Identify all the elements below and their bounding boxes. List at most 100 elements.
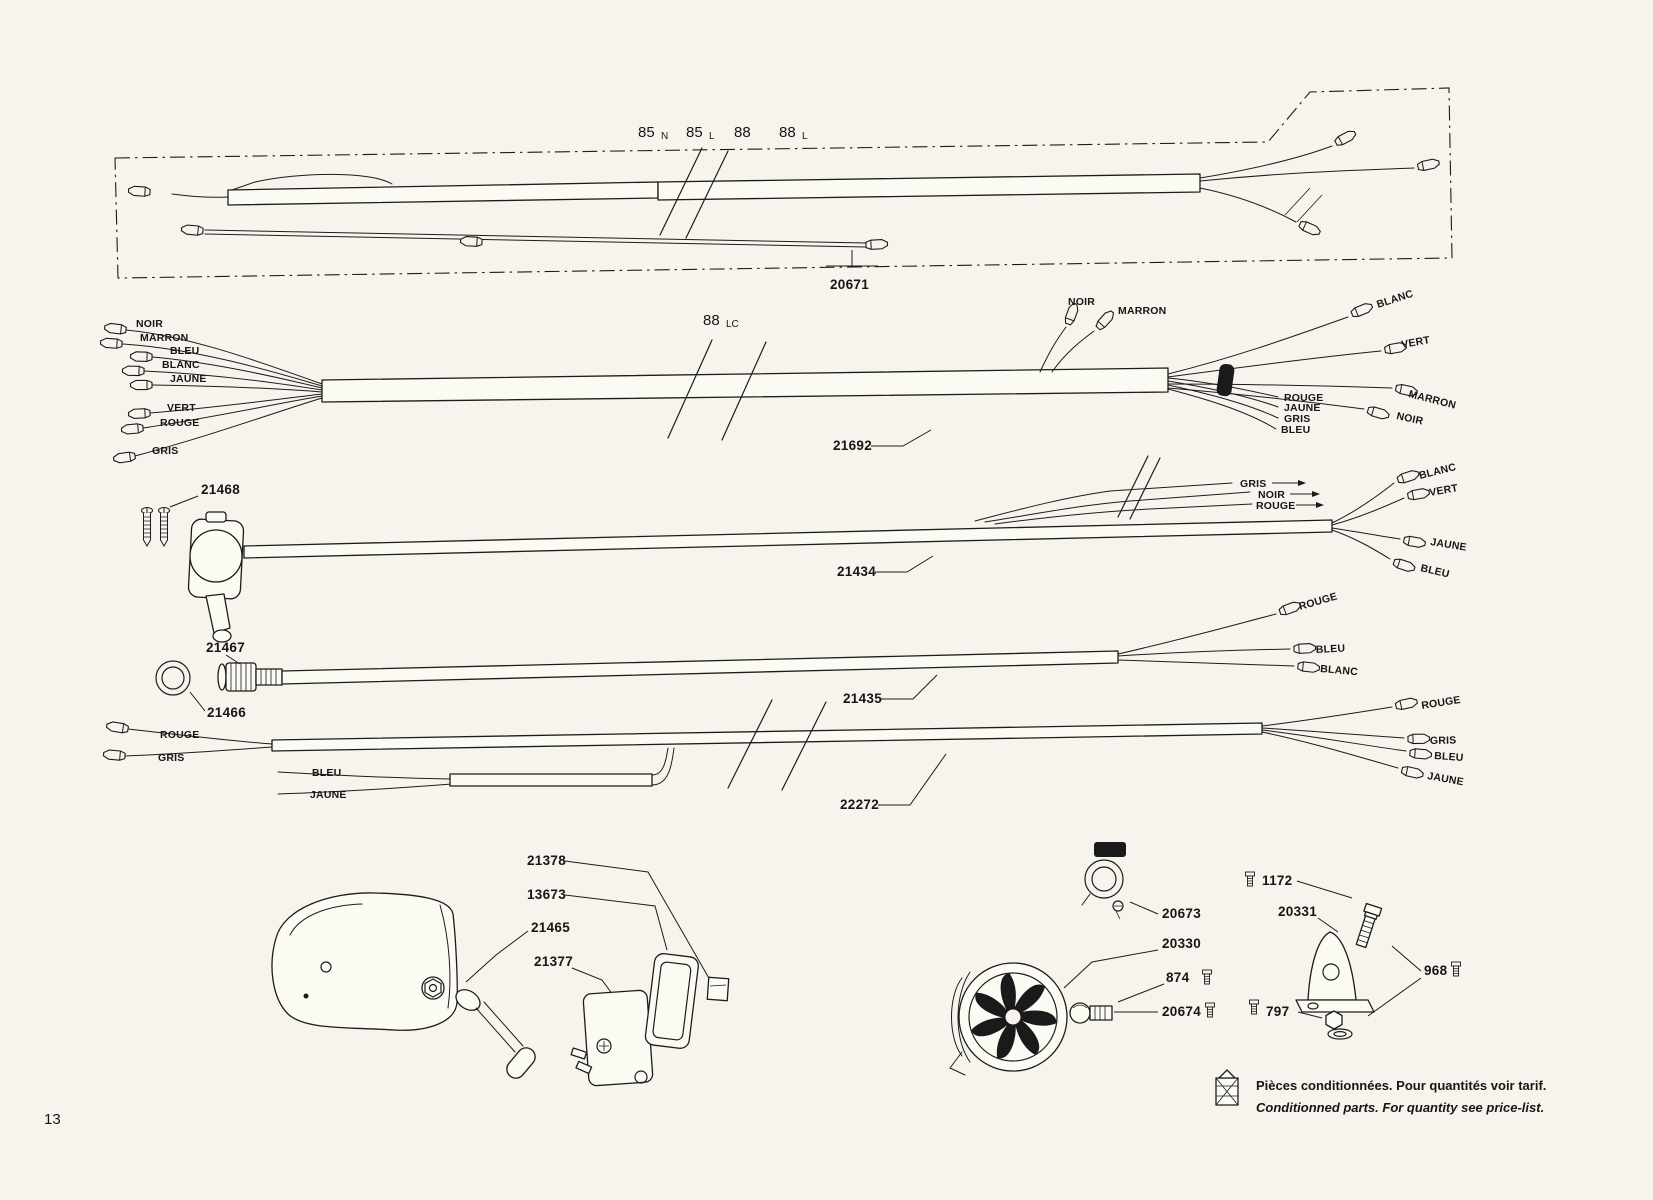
spade-connector xyxy=(1297,219,1323,238)
wire-label-blanc: BLANC xyxy=(1320,663,1359,678)
part-number: 21692 xyxy=(833,438,872,453)
break-mark xyxy=(1117,455,1161,520)
terminal-label-88: 88 xyxy=(734,124,751,141)
terminal-label-85n-sub: N xyxy=(661,131,668,142)
wire-label-bleu: BLEU xyxy=(1316,642,1346,656)
wire-label-jaune: JAUNE xyxy=(1426,770,1464,788)
branch-mid: GRIS NOIR ROUGE xyxy=(974,455,1324,525)
wire-label-bleu: BLEU xyxy=(1434,750,1464,764)
nut-washer xyxy=(1325,1010,1353,1040)
clamp xyxy=(1081,842,1126,920)
part-label-21466: 21466 xyxy=(189,691,246,720)
wire-label-gris: GRIS xyxy=(1284,413,1310,425)
small-block xyxy=(706,976,730,1002)
spade-connector xyxy=(1416,157,1441,173)
part-label-20331: 20331 xyxy=(1278,904,1339,933)
tape-band xyxy=(1216,363,1235,397)
switch-block xyxy=(570,989,654,1087)
wire-label-vert: VERT xyxy=(1400,334,1431,351)
wire-label-noir: NOIR xyxy=(1258,489,1285,501)
part-number: 21468 xyxy=(201,482,240,497)
top-harness-loop-wire xyxy=(231,173,393,191)
branch-up: NOIR MARRON xyxy=(1039,296,1166,373)
wire-label-jaune: JAUNE xyxy=(310,789,347,801)
top-wire xyxy=(1199,167,1415,182)
footer-note: Pièces conditionnées. Pour quantités voi… xyxy=(1215,1069,1546,1115)
bracket-bolt xyxy=(1355,902,1383,949)
wire-label-vert: VERT xyxy=(167,402,196,414)
harness-88lc-label-sub: LC xyxy=(726,319,739,330)
footer-line-fr: Pièces conditionnées. Pour quantités voi… xyxy=(1256,1078,1546,1093)
wire-label-bleu: BLEU xyxy=(1419,562,1450,580)
break-mark xyxy=(1284,187,1323,223)
part-label-21377: 21377 xyxy=(534,954,614,996)
switch-body xyxy=(187,511,245,643)
horn-assembly-group: 20673 20330 xyxy=(949,842,1215,1076)
part-number: 20673 xyxy=(1162,906,1201,921)
wire-label-rouge: ROUGE xyxy=(1256,500,1296,512)
harness-88lc-cable xyxy=(321,367,1169,403)
conditioned-part-icon xyxy=(1451,961,1461,977)
harness-22272-cable xyxy=(271,722,1263,752)
spade-connector xyxy=(127,185,151,198)
part-label-21435: 21435 xyxy=(843,674,938,706)
wire-label-blanc: BLANC xyxy=(1418,461,1458,482)
spade-connector xyxy=(1333,128,1358,148)
part-label-20673: 20673 xyxy=(1129,901,1201,921)
spade-connector xyxy=(459,235,483,248)
terminal-label-88l-sub: L xyxy=(802,131,808,142)
part-label-874: 874 xyxy=(1117,969,1212,1003)
part-label-22272: 22272 xyxy=(840,753,947,812)
wire-label-rouge: ROUGE xyxy=(160,729,200,741)
wire-label-gris: GRIS xyxy=(1430,735,1457,747)
bracket xyxy=(1295,931,1375,1013)
part-number: 874 xyxy=(1166,970,1190,985)
part-label-21378: 21378 xyxy=(527,853,711,981)
terminal-label-85n: 85 xyxy=(638,124,655,141)
harness-22272-group: ROUGE GRIS BLEU JAUNE ROUGE GRIS BLEU JA… xyxy=(102,694,1465,812)
spade-connector xyxy=(865,238,889,251)
break-mark xyxy=(667,339,767,441)
wire-label-rouge: ROUGE xyxy=(1298,590,1339,612)
part-label-21465: 21465 xyxy=(465,920,570,983)
left-fan: NOIR MARRON BLEU BLANC JAUNE VERT ROUGE … xyxy=(99,318,323,465)
break-mark xyxy=(659,147,729,239)
part-number: 22272 xyxy=(840,797,879,812)
conditioned-part-icon xyxy=(1202,969,1212,985)
wire-label-bleu: BLEU xyxy=(1281,424,1310,436)
harness-21434-cable xyxy=(243,519,1333,559)
horn xyxy=(949,962,1068,1076)
spade-connector xyxy=(180,223,204,237)
top-harness-border xyxy=(114,87,1453,279)
switch-assembly-group: 21378 13673 21465 21377 xyxy=(271,853,730,1087)
knurled-nut xyxy=(217,662,283,692)
wire-label-jaune: JAUNE xyxy=(170,373,207,385)
top-harness-sleeve-left xyxy=(227,181,659,206)
lower-branch: BLEU JAUNE xyxy=(277,747,675,801)
part-number: 21465 xyxy=(531,920,570,935)
wire-label-gris: GRIS xyxy=(1240,478,1266,490)
top-harness-sleeve-main xyxy=(657,173,1201,201)
conditioned-part-icon xyxy=(1249,999,1259,1015)
wire-label-jaune: JAUNE xyxy=(1284,402,1321,414)
terminal-label-88l: 88 xyxy=(779,124,796,141)
top-wire xyxy=(1199,145,1333,179)
part-number: 21378 xyxy=(527,853,566,868)
wire-label-bleu: BLEU xyxy=(312,767,341,779)
wire-label-marron: MARRON xyxy=(140,332,188,344)
harness-21435-group: 21467 21466 ROUGE BLEU BLANC 21435 xyxy=(155,590,1359,720)
wire-label-noir: NOIR xyxy=(136,318,163,330)
part-number: 20674 xyxy=(1162,1004,1201,1019)
wire-label-blanc: BLANC xyxy=(1375,288,1415,311)
right-fan: BLANC VERT MARRON NOIR ROUGE JAUNE GRIS … xyxy=(1167,288,1457,436)
part-label-21467: 21467 xyxy=(206,640,245,665)
wire-label-gris: GRIS xyxy=(158,752,184,764)
part-label-21692: 21692 xyxy=(833,429,932,453)
package-icon xyxy=(1215,1069,1239,1106)
part-label-20674: 20674 xyxy=(1114,1002,1215,1019)
wire-label-vert: VERT xyxy=(1428,482,1459,499)
top-wire xyxy=(1199,187,1297,223)
top-lower-cable xyxy=(204,229,867,248)
part-number: 21435 xyxy=(843,691,882,706)
